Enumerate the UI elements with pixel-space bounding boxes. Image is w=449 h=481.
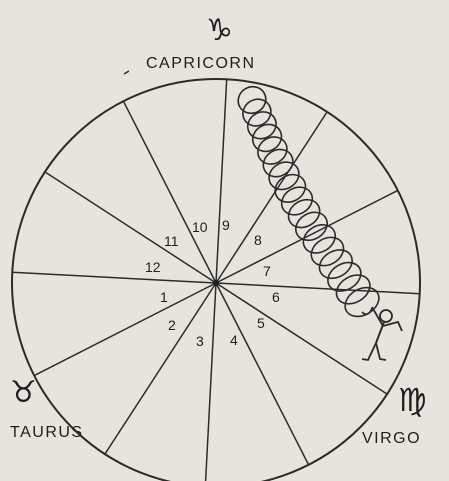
house-number-8: 8 xyxy=(254,232,262,248)
house-number-4: 4 xyxy=(230,332,238,348)
house-number-12: 12 xyxy=(145,259,161,275)
virgo-label: VIRGO xyxy=(362,430,421,447)
house-number-5: 5 xyxy=(257,315,265,331)
capricorn-glyph-icon: ♑ xyxy=(206,13,233,48)
center-point xyxy=(213,280,219,286)
taurus-glyph-icon: ♉ xyxy=(10,375,37,410)
house-number-10: 10 xyxy=(192,219,208,235)
house-number-6: 6 xyxy=(272,289,280,305)
house-number-3: 3 xyxy=(196,333,204,349)
house-number-1: 1 xyxy=(160,289,168,305)
house-number-2: 2 xyxy=(168,317,176,333)
capricorn-label: CAPRICORN xyxy=(146,55,256,72)
house-number-9: 9 xyxy=(222,217,230,233)
taurus-label: TAURUS xyxy=(10,424,84,441)
house-number-11: 11 xyxy=(164,233,179,249)
virgo-glyph-icon: ♍ xyxy=(398,381,427,419)
house-number-7: 7 xyxy=(263,263,271,279)
